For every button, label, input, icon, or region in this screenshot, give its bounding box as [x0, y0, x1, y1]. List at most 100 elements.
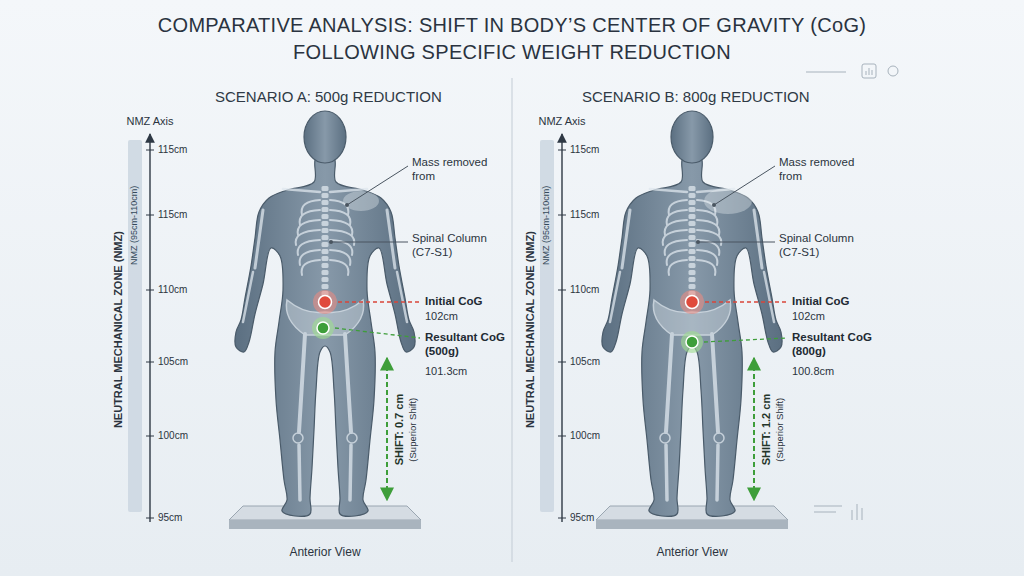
rib [330, 220, 352, 235]
kneecap [347, 433, 357, 443]
vertebra [322, 214, 329, 219]
vertebra [689, 277, 696, 282]
zone-band [540, 140, 554, 512]
vertebra [689, 200, 696, 205]
resultant-cog-halo [312, 317, 334, 339]
callout-label: Spinal Column (C7-S1) [779, 232, 871, 260]
zone-band [128, 140, 142, 512]
rib [667, 250, 687, 265]
vertebra [322, 249, 329, 254]
rib [665, 220, 687, 235]
rib [665, 240, 687, 255]
rib [697, 230, 721, 245]
decor-icons [806, 64, 898, 520]
tick-label: 110cm [570, 284, 599, 296]
leader-line [698, 242, 775, 243]
vertebra [322, 228, 329, 233]
body-silhouette [235, 156, 415, 517]
rib [298, 220, 320, 235]
scale-platform-edge [229, 520, 421, 529]
zone-label: NEUTRAL MECHANICAL ZONE (NMZ) [523, 232, 536, 429]
vertebra [322, 263, 329, 268]
view-label: Anterior View [289, 545, 360, 559]
vertebra [322, 235, 329, 240]
head [304, 111, 346, 163]
forearm [610, 272, 774, 322]
tick-label: 95cm [570, 512, 594, 524]
shift-label: SHIFT: 1.2 cm [760, 394, 773, 466]
scenario-heading: SCENARIO B: 800g REDUCTION [582, 88, 810, 106]
vertebra [689, 242, 696, 247]
scale-platform [596, 506, 788, 520]
shift-note: (Superior Shift) [407, 398, 418, 462]
vertebra [322, 221, 329, 226]
initial-cog-line [338, 301, 420, 302]
cog-label: Resultant CoG (500g) [425, 331, 521, 359]
humerus [622, 210, 762, 268]
zone-range-label: NMZ (95cm-110cm) [130, 185, 141, 264]
human-figure [596, 111, 788, 529]
vertebra [322, 186, 329, 191]
humerus [255, 210, 395, 268]
vertebra [322, 256, 329, 261]
human-figure [229, 111, 421, 529]
tick-label: 115cm [570, 144, 599, 156]
cog-value: 100.8cm [792, 365, 834, 378]
resultant-cog-halo [681, 331, 703, 353]
initial-cog-halo [680, 290, 704, 314]
tick-label: 95cm [158, 512, 182, 524]
vertebra [322, 207, 329, 212]
axis-tick [558, 150, 566, 151]
zone-label: NEUTRAL MECHANICAL ZONE (NMZ) [111, 232, 124, 429]
cog-value: 102cm [425, 310, 458, 323]
axis-tick [146, 150, 154, 151]
axis-tick [558, 518, 566, 519]
scale-platform-edge [596, 520, 788, 529]
clavicle [283, 189, 367, 192]
axis-tick [146, 215, 154, 216]
vertebra [689, 221, 696, 226]
rib [330, 230, 354, 245]
leader-line [714, 166, 775, 205]
rib [302, 260, 320, 275]
tick-label: 105cm [158, 356, 188, 368]
vertebra [689, 207, 696, 212]
decor-line [814, 506, 842, 507]
axis-tick [558, 362, 566, 363]
vertebra [689, 249, 696, 254]
lab-icon [888, 66, 898, 76]
forearm [243, 272, 407, 322]
shift-arrow [386, 358, 388, 500]
mass-removed-area [343, 191, 379, 211]
rib [697, 260, 715, 275]
tick-label: 115cm [158, 209, 187, 221]
axis-title: NMZ Axis [538, 115, 585, 128]
femur [299, 334, 351, 432]
rib [296, 230, 320, 245]
femur [666, 334, 718, 432]
vertebra [689, 256, 696, 261]
decor-line [814, 512, 836, 513]
rib [697, 250, 717, 265]
head [671, 111, 713, 163]
chart-icon [862, 64, 876, 78]
tick-label: 115cm [158, 144, 187, 156]
kneecap [714, 433, 724, 443]
skeleton [610, 186, 774, 500]
resultant-cog-line [704, 338, 787, 342]
tibia [666, 445, 718, 500]
rib [669, 260, 687, 275]
vertebra [689, 193, 696, 198]
rib [330, 250, 350, 265]
vertebra [322, 200, 329, 205]
tick-label: 110cm [158, 284, 187, 296]
leader-line [331, 242, 408, 243]
cog-value: 102cm [792, 310, 825, 323]
cog-label: Initial CoG [792, 295, 850, 309]
initial-cog-marker [319, 296, 332, 309]
vertebra [322, 284, 329, 289]
shift-note: (Superior Shift) [774, 398, 785, 462]
zone-range-label: NMZ (95cm-110cm) [542, 185, 553, 264]
tick-label: 115cm [570, 209, 599, 221]
